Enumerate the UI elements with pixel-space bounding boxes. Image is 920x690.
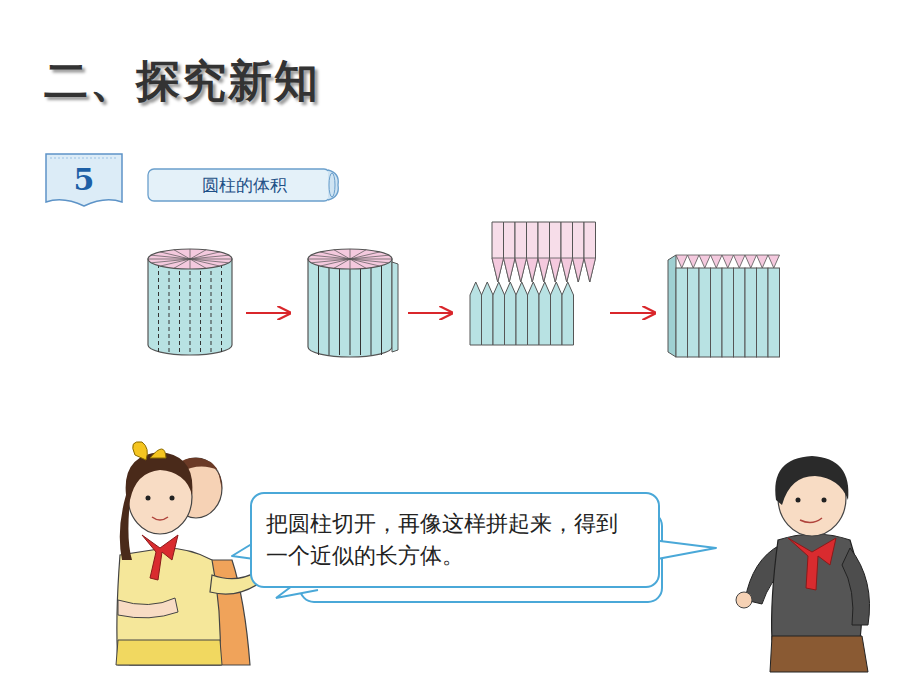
- speech-text: 把圆柱切开，再像这样拼起来，得到一个近似的长方体。: [266, 508, 622, 572]
- topic-banner: 圆柱的体积: [146, 167, 342, 203]
- section-title: 二、探究新知: [44, 52, 320, 111]
- approx-cuboid: [668, 255, 780, 357]
- step-arrow: [246, 312, 655, 314]
- boy-figure: [736, 456, 870, 672]
- cut-cylinder: [308, 249, 398, 357]
- section-number: 5: [74, 163, 95, 196]
- speech-bubble: 把圆柱切开，再像这样拼起来，得到一个近似的长方体。: [250, 492, 660, 588]
- cylinder-halves: [470, 222, 596, 345]
- topic-title: 圆柱的体积: [202, 176, 287, 195]
- section-number-icon: 5: [42, 150, 126, 208]
- cylinder: [148, 249, 232, 355]
- girls-figure: [116, 442, 266, 665]
